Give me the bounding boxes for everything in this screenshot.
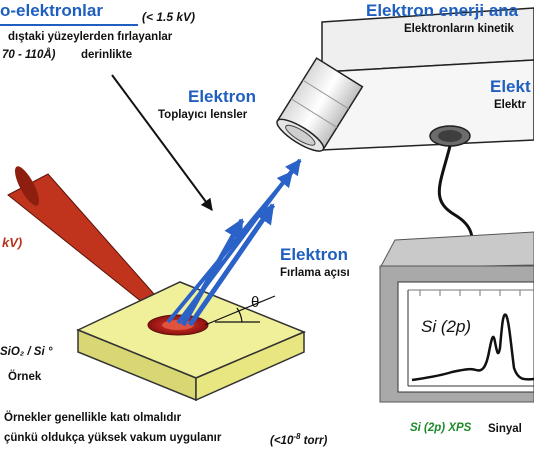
signal-monitor bbox=[379, 231, 534, 403]
depth-pointer-arrow bbox=[111, 74, 213, 211]
footer-line-1: Örnekler genellikle katı olmalıdır bbox=[4, 412, 182, 424]
depth-range-label: 70 - 110Å) bbox=[2, 49, 56, 61]
emission-angle-title: Elektron bbox=[280, 245, 349, 264]
xray-energy-label: kV) bbox=[2, 235, 23, 250]
analyzer-subtitle: Elektronların kinetik bbox=[404, 23, 514, 35]
emitted-electron-arrows bbox=[166, 158, 302, 327]
lens-title: Elektron bbox=[188, 87, 257, 106]
sample-label: Örnek bbox=[8, 371, 42, 383]
sample-material-label: SiO₂ / Si ° bbox=[0, 346, 53, 358]
pressure-label: (<10-8 torr) bbox=[270, 433, 327, 447]
sample-block bbox=[76, 281, 306, 402]
energy-analyzer bbox=[321, 7, 534, 151]
emission-angle-marker bbox=[204, 295, 276, 326]
collection-lens bbox=[276, 57, 364, 152]
analyzer-title: Elektron enerji ana bbox=[366, 1, 519, 20]
detector-title: Elekt bbox=[490, 77, 531, 96]
xps-spectrum-curve bbox=[411, 313, 534, 382]
pressure-unit: torr) bbox=[300, 434, 328, 447]
emission-angle-subtitle: Fırlama açısı bbox=[280, 267, 350, 279]
pressure-prefix: (<10 bbox=[270, 434, 294, 447]
pressure-exponent: -8 bbox=[293, 432, 301, 441]
energy-limit-label: (< 1.5 kV) bbox=[142, 10, 196, 24]
detector-subtitle: Elektr bbox=[494, 99, 526, 111]
theta-symbol: θ bbox=[251, 294, 260, 311]
depth-word-label: derinlikte bbox=[81, 49, 133, 61]
footer-line-2: çünkü oldukça yüksek vakum uygulanır bbox=[4, 432, 222, 444]
lens-subtitle: Toplayıcı lensler bbox=[158, 109, 248, 121]
photoelectron-title: o-elektronlar bbox=[0, 1, 103, 20]
spectrum-label: Si (2p) bbox=[421, 317, 472, 336]
electron-arrow-3 bbox=[180, 218, 245, 327]
signal-word: Sinyal bbox=[488, 423, 522, 435]
surface-description: dıştaki yüzeylerden fırlayanlar bbox=[8, 31, 173, 43]
electron-arrow-4 bbox=[187, 203, 276, 327]
signal-label: Si (2p) XPS bbox=[410, 422, 472, 434]
